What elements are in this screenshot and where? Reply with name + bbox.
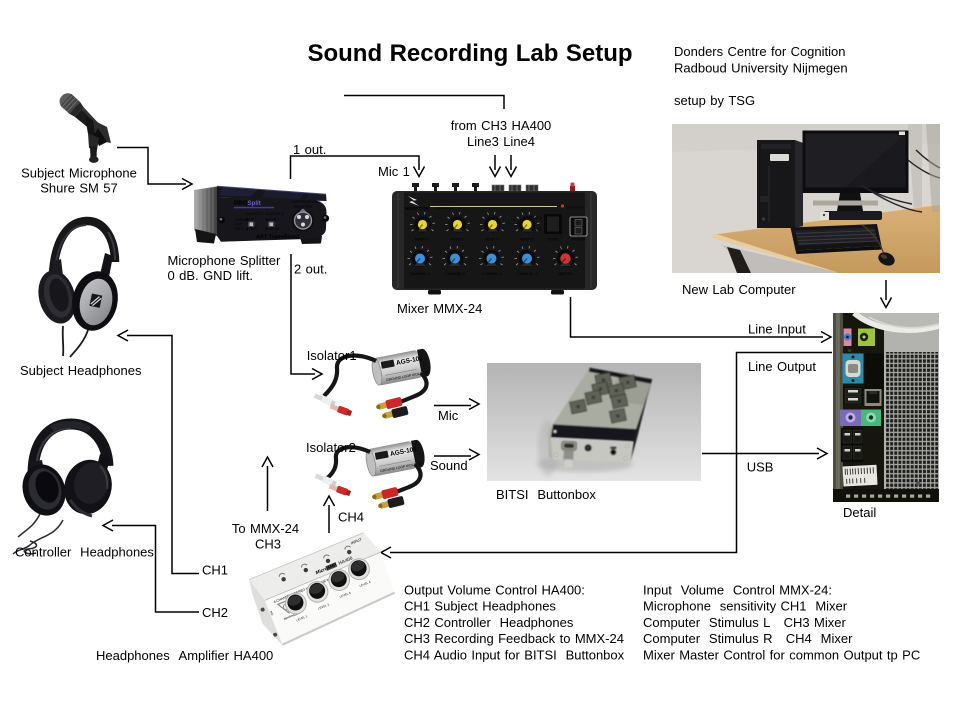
svg-text:Output Volume Control HA400:: Output Volume Control HA400: bbox=[404, 582, 585, 597]
svg-text:I: I bbox=[577, 222, 578, 226]
svg-text:from CH3 HA400: from CH3 HA400 bbox=[451, 118, 552, 133]
svg-text:AMP: AMP bbox=[325, 562, 337, 571]
svg-text:BEHRINGER: BEHRINGER bbox=[283, 611, 300, 621]
svg-text:PANPOT: PANPOT bbox=[520, 238, 535, 242]
svg-text:CH1 Subject Headphones: CH1 Subject Headphones bbox=[404, 599, 556, 614]
svg-text:Donders Centre for Cognition: Donders Centre for Cognition bbox=[674, 44, 846, 59]
svg-text:Subject Headphones: Subject Headphones bbox=[20, 363, 142, 378]
svg-text:Mic: Mic bbox=[438, 408, 459, 423]
svg-text:MASTER: MASTER bbox=[558, 272, 573, 276]
svg-text:Microphone Splitter: Microphone Splitter bbox=[168, 253, 281, 268]
svg-text:▶ -30 dB: ▶ -30 dB bbox=[266, 227, 280, 231]
svg-text:CH1: CH1 bbox=[202, 563, 228, 578]
svg-text:Computer Stimulus R CH4 Mi: Computer Stimulus R CH4 Mixer bbox=[643, 631, 853, 646]
svg-text:ART TransDirect: ART TransDirect bbox=[256, 235, 299, 241]
svg-text:PANPOT: PANPOT bbox=[415, 238, 430, 242]
svg-text:SPLITTER: SPLITTER bbox=[294, 205, 312, 209]
svg-text:OUTPUT 1: OUTPUT 1 bbox=[245, 212, 264, 216]
svg-text:OUTPUT 2: OUTPUT 2 bbox=[265, 212, 284, 216]
svg-text:Mixer MMX-24: Mixer MMX-24 bbox=[397, 301, 482, 316]
svg-text:CHANNEL 2: CHANNEL 2 bbox=[445, 272, 465, 276]
svg-text:Radboud University Nijmegen: Radboud University Nijmegen bbox=[674, 60, 848, 75]
svg-text:Isolator1: Isolator1 bbox=[307, 348, 357, 363]
svg-text:BITSI Buttonbox: BITSI Buttonbox bbox=[496, 487, 596, 502]
svg-text:0 dB. GND lift.: 0 dB. GND lift. bbox=[168, 268, 253, 283]
svg-text:CHANNEL 4: CHANNEL 4 bbox=[517, 272, 537, 276]
svg-text:USB: USB bbox=[747, 460, 774, 475]
svg-text:INPUT: INPUT bbox=[350, 537, 363, 545]
svg-text:2 out.: 2 out. bbox=[294, 262, 327, 277]
svg-text:Isolator2: Isolator2 bbox=[306, 440, 356, 455]
svg-text:PANPOT: PANPOT bbox=[450, 238, 465, 242]
svg-text:Detail: Detail bbox=[843, 505, 876, 520]
svg-text:CH2: CH2 bbox=[202, 605, 228, 620]
svg-text:HIGH PERFORM: HIGH PERFORM bbox=[291, 200, 321, 204]
svg-text:GROUND: GROUND bbox=[235, 218, 250, 222]
svg-text:▶ LIFT: ▶ LIFT bbox=[246, 218, 256, 222]
svg-text:CH2 Controller Headphones: CH2 Controller Headphones bbox=[404, 615, 574, 630]
svg-text:Mixer Master Control for commo: Mixer Master Control for common Output t… bbox=[643, 648, 920, 663]
svg-text:Shure SM 57: Shure SM 57 bbox=[40, 181, 117, 196]
svg-text:Line3 Line4: Line3 Line4 bbox=[467, 134, 535, 149]
svg-text:LEVEL 1: LEVEL 1 bbox=[296, 614, 309, 622]
svg-text:MONACOR: MONACOR bbox=[405, 206, 429, 211]
svg-text:▶ GND: ▶ GND bbox=[246, 227, 257, 231]
svg-text:BATTERY: BATTERY bbox=[567, 205, 585, 210]
svg-text:CH3: CH3 bbox=[255, 537, 281, 552]
svg-text:MODE: MODE bbox=[548, 238, 559, 242]
svg-text:1 out.: 1 out. bbox=[293, 142, 326, 157]
svg-text:Headphones Amplifier HA400: Headphones Amplifier HA400 bbox=[96, 648, 273, 663]
svg-text:Microphone sensitivity CH1 M: Microphone sensitivity CH1 Mixer bbox=[643, 599, 848, 614]
svg-text:Sound: Sound bbox=[430, 458, 468, 473]
svg-text:Mic 1: Mic 1 bbox=[378, 164, 410, 179]
svg-text:CHANNEL 1: CHANNEL 1 bbox=[410, 272, 430, 276]
svg-text:CH4 Audio Input for BITSI But: CH4 Audio Input for BITSI Buttonbox bbox=[404, 648, 625, 663]
svg-text:Computer Stimulus L CH3 Mix: Computer Stimulus L CH3 Mixer bbox=[643, 615, 846, 630]
svg-text:PANPOT: PANPOT bbox=[485, 238, 500, 242]
svg-text:Input Volume Control MMX-24:: Input Volume Control MMX-24: bbox=[643, 582, 832, 597]
svg-text:POWER: POWER bbox=[572, 238, 586, 242]
svg-text:CHANNEL 3: CHANNEL 3 bbox=[481, 272, 501, 276]
svg-text:▶ 0 dB: ▶ 0 dB bbox=[266, 218, 277, 222]
svg-text:LEVEL 4: LEVEL 4 bbox=[359, 580, 372, 588]
svg-text:LEVEL 3: LEVEL 3 bbox=[339, 591, 352, 599]
svg-text:STEREO: STEREO bbox=[528, 216, 542, 220]
svg-text:ON: ON bbox=[269, 610, 274, 616]
svg-text:PROSplit: PROSplit bbox=[234, 200, 261, 207]
svg-text:CH4: CH4 bbox=[338, 510, 364, 525]
svg-text:MONO: MONO bbox=[532, 228, 542, 232]
svg-text:To MMX-24: To MMX-24 bbox=[232, 521, 299, 536]
svg-text:Line Input: Line Input bbox=[748, 322, 806, 337]
svg-text:New Lab Computer: New Lab Computer bbox=[682, 282, 796, 297]
svg-text:SW 1: SW 1 bbox=[235, 227, 243, 231]
svg-text:Controller Headphones: Controller Headphones bbox=[15, 545, 154, 560]
svg-text:setup by TSG: setup by TSG bbox=[674, 93, 755, 108]
svg-text:Sound Recording Lab Setup: Sound Recording Lab Setup bbox=[307, 40, 632, 67]
svg-text:MMX-24: MMX-24 bbox=[437, 205, 454, 210]
svg-text:CH3 Recording Feedback to MMX-: CH3 Recording Feedback to MMX-24 bbox=[404, 631, 624, 646]
svg-text:Subject Microphone: Subject Microphone bbox=[21, 166, 137, 181]
svg-text:LEVEL 2: LEVEL 2 bbox=[317, 602, 330, 610]
svg-text:Line Output: Line Output bbox=[748, 359, 816, 374]
svg-text:LIFT: LIFT bbox=[235, 223, 242, 227]
